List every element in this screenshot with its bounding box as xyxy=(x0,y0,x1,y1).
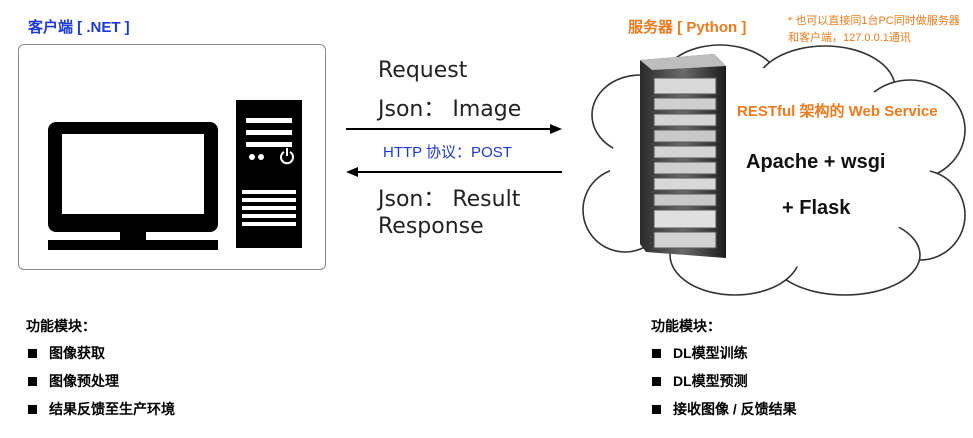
list-item: 图像预处理 xyxy=(28,367,175,395)
server-title: 服务器 [ Python ] xyxy=(628,19,747,36)
server-modules-title: 功能模块： xyxy=(651,318,721,334)
square-bullet-icon xyxy=(652,348,661,358)
square-bullet-icon xyxy=(652,404,661,414)
response-json-label: Json： Result xyxy=(378,187,521,212)
list-item: DL模型训练 xyxy=(652,339,797,367)
client-title: 客户端 [ .NET ] xyxy=(28,19,130,36)
list-item: 结果反馈至生产环境 xyxy=(28,395,175,423)
desktop-computer-icon xyxy=(48,100,302,250)
list-item: 接收图像 / 反馈结果 xyxy=(652,395,797,423)
server-modules-list: DL模型训练 DL模型预测 接收图像 / 反馈结果 xyxy=(652,339,797,423)
request-label: Request xyxy=(378,58,468,83)
square-bullet-icon xyxy=(28,404,37,414)
square-bullet-icon xyxy=(28,376,37,386)
response-label: Response xyxy=(378,214,484,239)
square-bullet-icon xyxy=(652,376,661,386)
server-rack-icon xyxy=(640,54,726,258)
list-item: DL模型预测 xyxy=(652,367,797,395)
protocol-label: HTTP 协议：POST xyxy=(383,144,512,161)
arrow-left-icon xyxy=(346,167,358,177)
restful-label: RESTful 架构的 Web Service xyxy=(737,103,938,120)
client-modules-list: 图像获取 图像预处理 结果反馈至生产环境 xyxy=(28,339,175,423)
square-bullet-icon xyxy=(28,348,37,358)
stack-line2: + Flask xyxy=(782,197,851,219)
http-arrows xyxy=(346,124,562,177)
client-modules-title: 功能模块： xyxy=(26,318,96,334)
request-json-label: Json： Image xyxy=(378,97,522,122)
list-item: 图像获取 xyxy=(28,339,175,367)
server-note: * 也可以直接同1台PC同时做服务器和客户端，127.0.0.1通讯 xyxy=(788,15,960,44)
arrow-right-icon xyxy=(550,124,562,134)
stack-line1: Apache + wsgi xyxy=(746,151,886,173)
